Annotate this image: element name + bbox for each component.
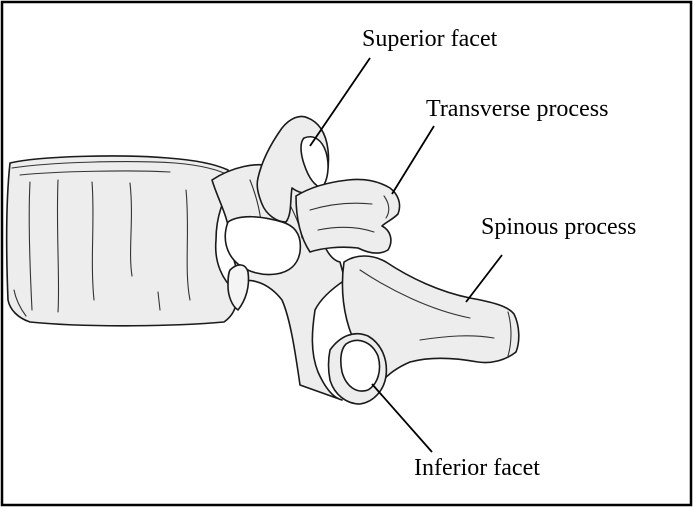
vertebral-body bbox=[7, 156, 237, 326]
label-transverse-process: Transverse process bbox=[426, 96, 608, 122]
leader-transverse-process bbox=[392, 126, 434, 194]
transverse-process bbox=[296, 179, 400, 253]
leader-superior-facet bbox=[310, 58, 370, 146]
label-spinous-process: Spinous process bbox=[481, 214, 636, 240]
leader-spinous-process bbox=[466, 255, 502, 302]
label-inferior-facet: Inferior facet bbox=[414, 455, 540, 481]
inferior-facet-surface bbox=[341, 340, 380, 391]
leader-inferior-facet bbox=[372, 384, 432, 452]
label-superior-facet: Superior facet bbox=[362, 26, 498, 52]
